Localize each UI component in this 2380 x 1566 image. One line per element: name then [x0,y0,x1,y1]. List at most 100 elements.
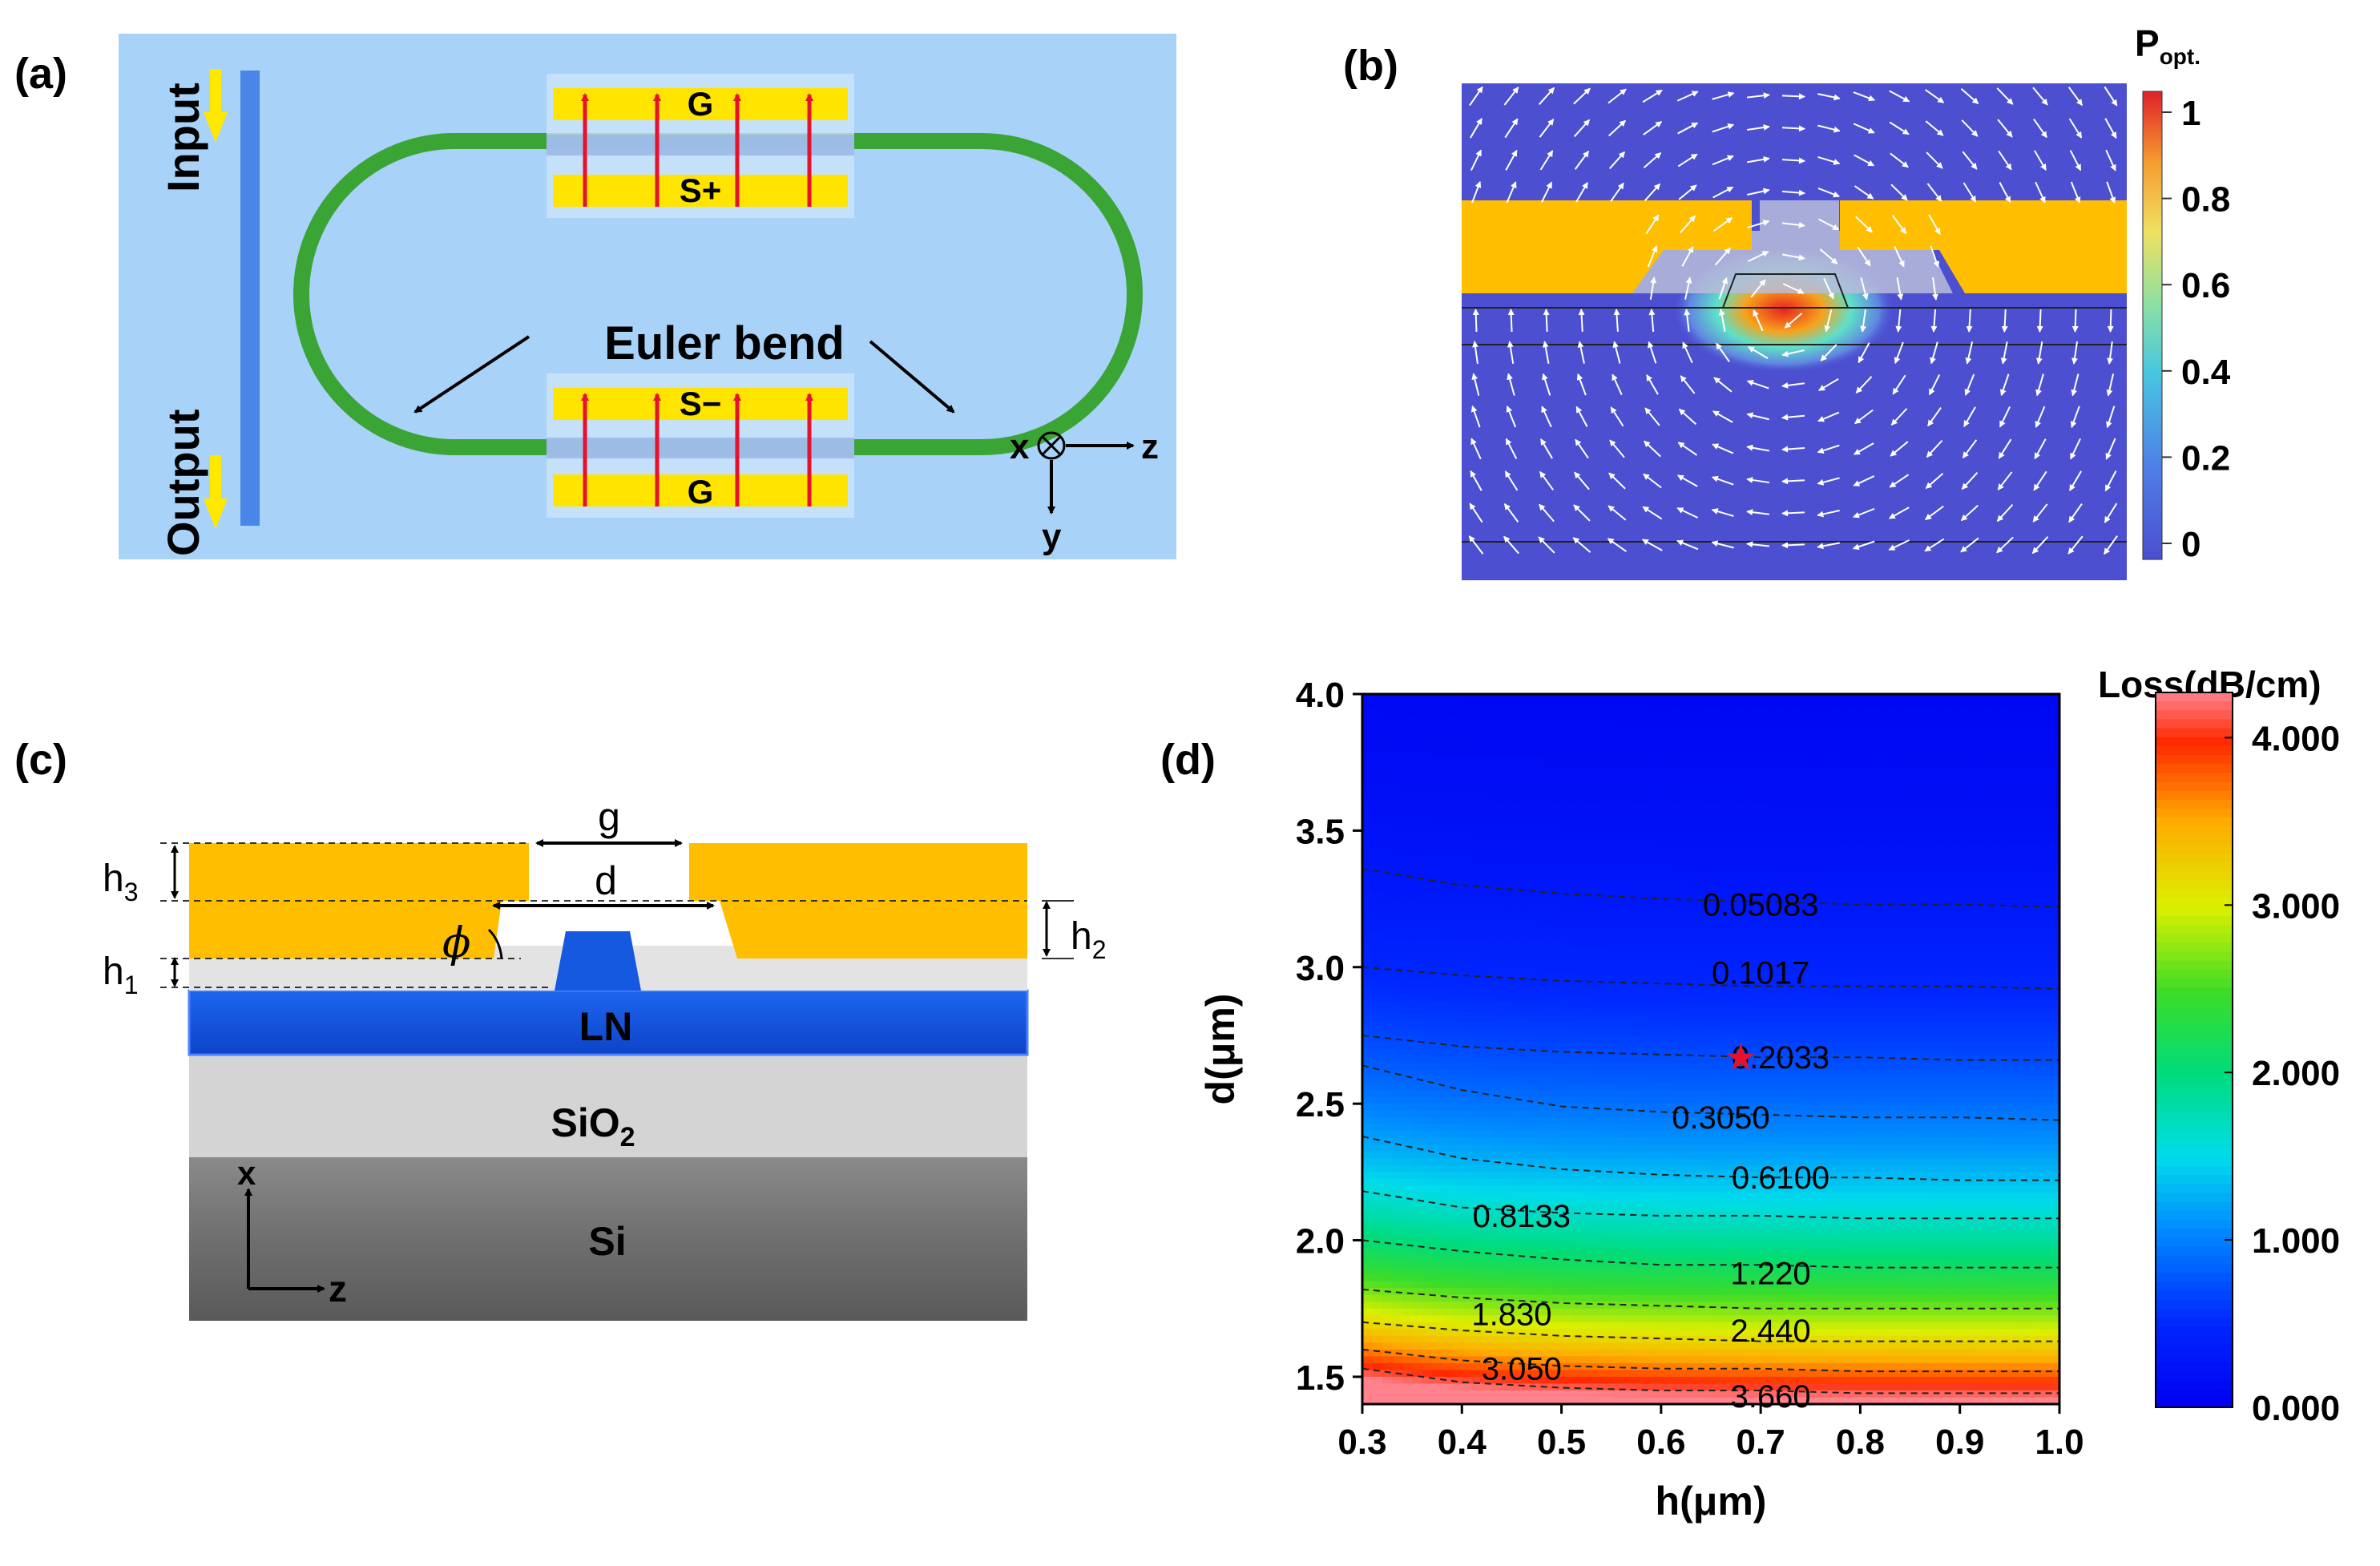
field-vector [1712,443,1734,454]
field-vector [1576,373,1587,396]
signal-electrode-bottom [553,388,848,420]
contour-line [1361,1190,2059,1220]
field-vector [2104,502,2118,523]
euler-bend-label: Euler bend [604,317,845,369]
field-vector [1892,374,1906,395]
field-vector [1784,313,1803,329]
field-vector [1644,440,1661,458]
contour-labels: 0.050830.10170.20330.30500.61000.81331.2… [1471,887,1829,1414]
ground-electrode-top [553,88,848,120]
colorbar-d-tick-label: 4.000 [2252,719,2340,758]
field-vector [1781,189,1805,196]
loss-heatmap [1362,694,2060,1405]
field-vector [1750,279,1766,298]
field-vector [1753,309,1764,332]
field-vector [2070,438,2081,460]
field-vector [1817,411,1840,422]
field-vector [1677,153,1698,167]
y-axis-label: d(μm) [1198,994,1243,1105]
contour-line [1361,1239,2059,1269]
x-tick-label: 0.6 [1636,1423,1685,1462]
field-vector [1540,438,1553,459]
label-s-minus: S− [680,385,722,422]
field-vector [2070,406,2080,429]
field-vector [1504,470,1519,491]
ln-label: LN [579,1004,633,1049]
colorbar-b-title: Popt. [2135,22,2200,69]
field-vector [1712,155,1734,166]
output-arrow-icon [204,455,228,529]
axis-z-label-c: z [329,1268,347,1310]
field-vector [1746,541,1770,548]
x-tick-label: 0.3 [1337,1423,1386,1462]
field-vector [1715,247,1731,266]
field-vector [1472,309,1479,333]
field-vector [1996,504,2014,523]
field-vector [1711,508,1734,517]
si-substrate [189,1157,1027,1321]
field-vector [1676,474,1698,487]
field-vector [1817,477,1840,486]
y-ticks: 1.52.02.53.03.54.0 [1296,676,1362,1398]
field-vector [1711,540,1734,549]
cladding [1623,200,1953,293]
field-vector [1681,245,1694,267]
field-vector [1543,309,1550,333]
field-vector [1575,438,1589,459]
field-vector [1924,89,1945,103]
field-vector [1817,156,1841,165]
field-vector [2068,502,2083,523]
axis-z-label: z [1141,427,1159,466]
field-vector [1781,446,1805,453]
field-vector [1469,502,1483,523]
colorbar-d-tick-label: 0.000 [2252,1389,2340,1428]
field-vector [1578,309,1585,333]
field-vector [1817,93,1841,101]
field-vector [1891,215,1907,235]
colorbar-b-tick-label: 0 [2181,525,2200,564]
h3-label: h3 [103,858,139,906]
field-vector [1888,507,1910,519]
field-vector [1855,216,1873,233]
label-g-top: G [688,85,714,123]
x-axis-label: h(μm) [1656,1479,1767,1524]
field-vector [1676,539,1699,551]
field-vector [1890,152,1909,168]
field-vector [1503,502,1519,523]
field-vector [2067,535,2084,555]
dimension-guides [160,842,1027,988]
x-tick-label: 1.0 [2035,1423,2084,1462]
field-vector [1747,250,1769,263]
x-tick-label: 0.8 [1836,1423,1885,1462]
contour-label: 3.050 [1482,1352,1562,1387]
field-vector [2035,341,2043,365]
field-vector [1575,182,1588,203]
field-vector [1642,506,1663,520]
field-vector [1960,88,1979,104]
field-arrows-bottom [581,393,813,507]
field-vector [2033,118,2047,139]
field-vector [1684,276,1692,300]
ln-rib [555,931,641,991]
axis-x-label-c: x [237,1154,256,1192]
field-vector [2106,373,2115,397]
field-vector [2105,438,2116,460]
contour-line [1361,1035,2059,1061]
field-vector [1539,119,1555,138]
output-label: Output [158,410,208,556]
field-vector [1817,188,1841,198]
field-vector [1894,245,1905,268]
panel-a-label: (a) [14,50,67,98]
contour-label: 0.05083 [1703,887,1819,922]
field-vector [1506,181,1517,204]
field-vector [1712,123,1735,133]
field-vector [1608,88,1627,104]
field-vector [1889,474,1910,488]
field-vector [1781,478,1805,485]
contour-line [1361,1136,2059,1181]
field-vector [1607,538,1628,552]
x-tick-label: 0.4 [1438,1423,1487,1462]
field-vector [1748,346,1769,359]
field-vector [1781,349,1805,357]
